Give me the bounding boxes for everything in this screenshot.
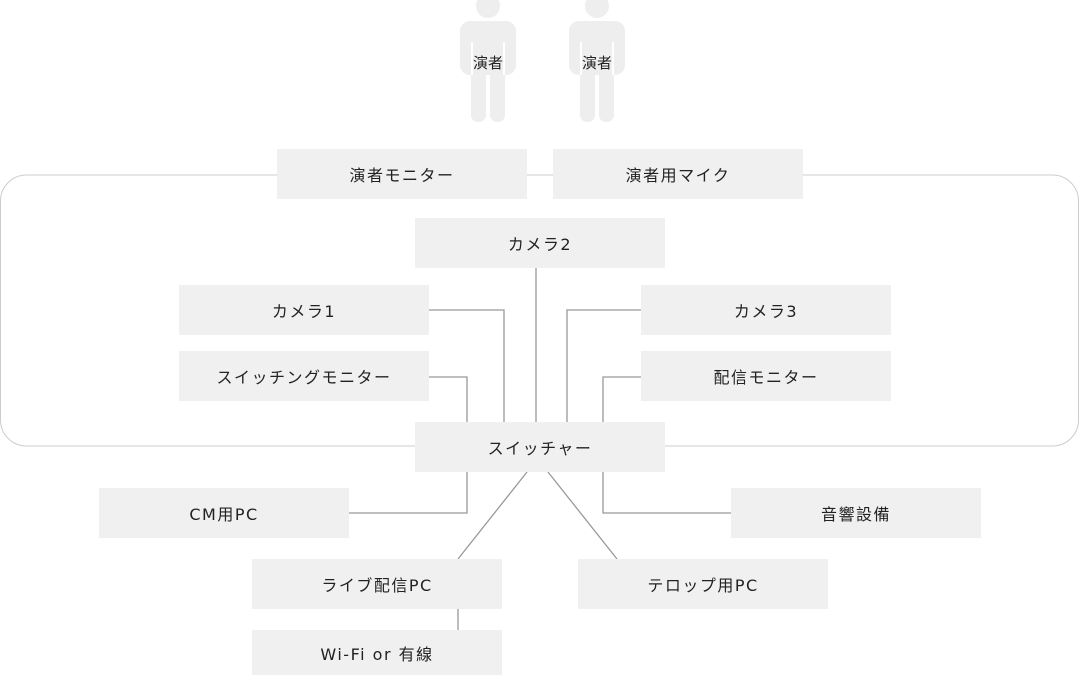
node-network: Wi-Fi or 有線 (252, 630, 502, 675)
node-switcher: スイッチャー (415, 422, 665, 472)
node-cm-pc: CM用PC (99, 488, 349, 538)
person-icon (460, 0, 516, 122)
performer-label: 演者 (581, 54, 612, 72)
performer-1: 演者 (456, 0, 520, 124)
node-live-pc: ライブ配信PC (252, 559, 502, 609)
line-camera1 (429, 309, 505, 422)
line-audio (602, 472, 731, 514)
node-performer-mic: 演者用マイク (553, 149, 803, 199)
line-switching-monitor (429, 376, 468, 422)
node-telop-pc: テロップ用PC (578, 559, 828, 609)
node-distribution-monitor: 配信モニター (641, 351, 891, 401)
node-performer-monitor: 演者モニター (277, 149, 527, 199)
performer-2: 演者 (565, 0, 629, 124)
line-cm-pc (349, 472, 468, 514)
line-live-pc (457, 471, 528, 560)
person-icon (569, 0, 625, 122)
node-camera3: カメラ3 (641, 285, 891, 335)
line-distribution-monitor (602, 376, 641, 422)
line-camera3 (566, 309, 641, 422)
node-camera2: カメラ2 (415, 218, 665, 268)
performer-label: 演者 (472, 54, 503, 72)
node-audio: 音響設備 (731, 488, 981, 538)
node-switching-monitor: スイッチングモニター (179, 351, 429, 401)
line-telop-pc (547, 471, 618, 560)
studio-frame (0, 174, 1079, 447)
node-camera1: カメラ1 (179, 285, 429, 335)
